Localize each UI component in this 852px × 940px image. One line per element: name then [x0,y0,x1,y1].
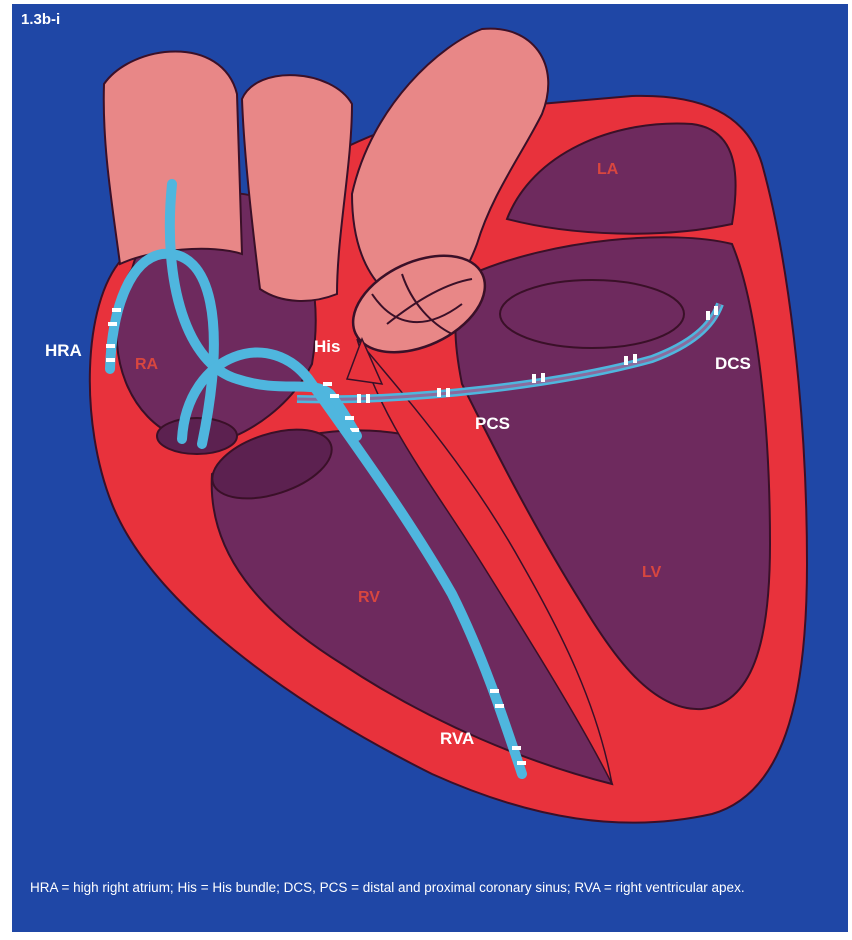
figure-caption: HRA = high right atrium; His = His bundl… [30,874,840,901]
pulmonary-artery [242,75,352,301]
label-la: LA [597,161,619,178]
label-ra: RA [135,356,159,373]
mitral-annulus [500,280,684,348]
label-dcs: DCS [715,354,751,373]
label-his: His [314,337,340,356]
label-rva: RVA [440,729,474,748]
label-lv: LV [642,564,662,581]
label-hra: HRA [45,341,82,360]
label-pcs: PCS [475,414,510,433]
label-rv: RV [358,589,380,606]
coronary-sinus-ostium [157,418,237,454]
heart-catheter-diagram: HRA His DCS PCS RVA RA LA RV LV 1.3b-i H… [12,4,848,932]
figure-number: 1.3b-i [21,11,60,28]
heart-illustration: HRA His DCS PCS RVA RA LA RV LV [12,4,848,932]
